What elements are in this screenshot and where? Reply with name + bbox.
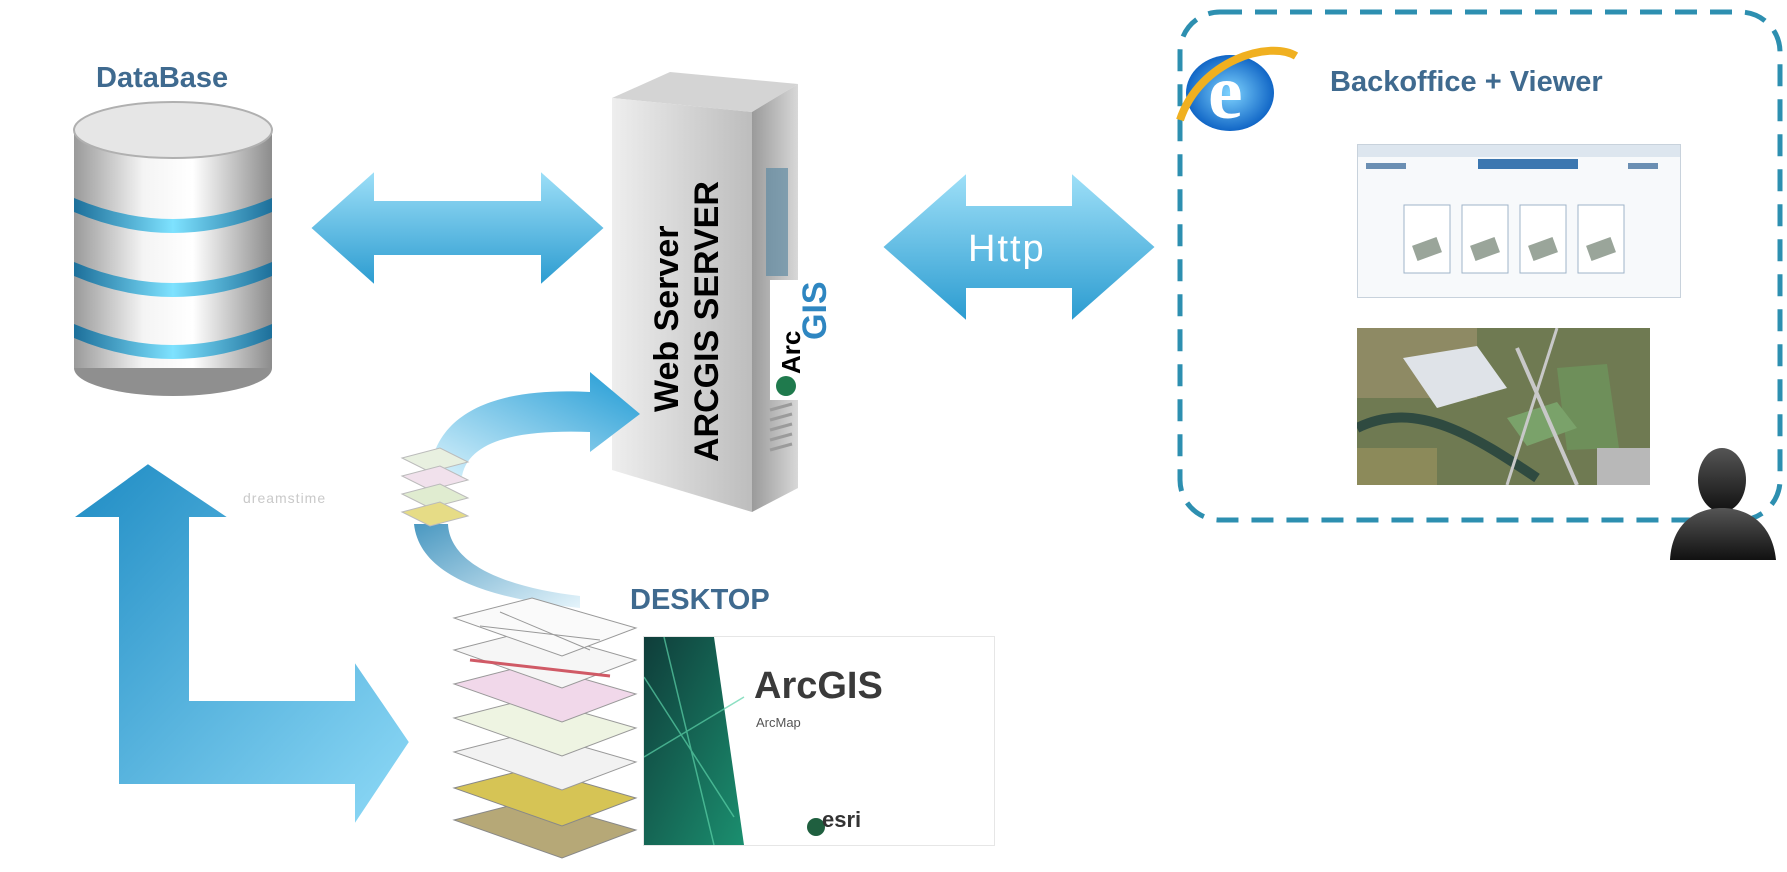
db-server-arrow	[308, 167, 607, 289]
database-desktop-arrow	[68, 461, 412, 830]
arcmap-label: ArcMap	[756, 715, 801, 730]
arcgis-desktop-splash: ArcGIS ArcMap esri	[643, 636, 995, 846]
backoffice-viewer-label: Backoffice + Viewer	[1330, 66, 1603, 98]
web-server-label: Web Server	[648, 225, 686, 412]
layers-server-curve-arrow	[430, 372, 640, 476]
arcgis-server-label: ARCGIS SERVER	[688, 181, 726, 462]
user-icon	[1670, 448, 1776, 560]
esri-logo-text: esri	[822, 807, 862, 832]
http-arrow	[880, 169, 1158, 325]
backoffice-screenshot	[1357, 144, 1681, 298]
database-icon	[73, 101, 273, 396]
backoffice-container	[1177, 9, 1783, 523]
layers-desktop-curve	[414, 524, 580, 608]
svg-text:e: e	[1208, 48, 1243, 135]
server-logo-gis: GIS	[796, 281, 834, 340]
watermark-text: dreamstime	[243, 490, 327, 506]
viewer-map-screenshot	[1357, 328, 1650, 485]
http-label: Http	[968, 228, 1046, 270]
desktop-label: DESKTOP	[630, 584, 770, 616]
database-label: DataBase	[96, 62, 229, 94]
arcgis-title: ArcGIS	[754, 665, 883, 707]
layers-icon	[400, 447, 470, 527]
arcgis-server-logo	[770, 280, 832, 400]
internet-explorer-icon: e	[1176, 46, 1299, 135]
desktop-layers-icon	[452, 597, 638, 859]
